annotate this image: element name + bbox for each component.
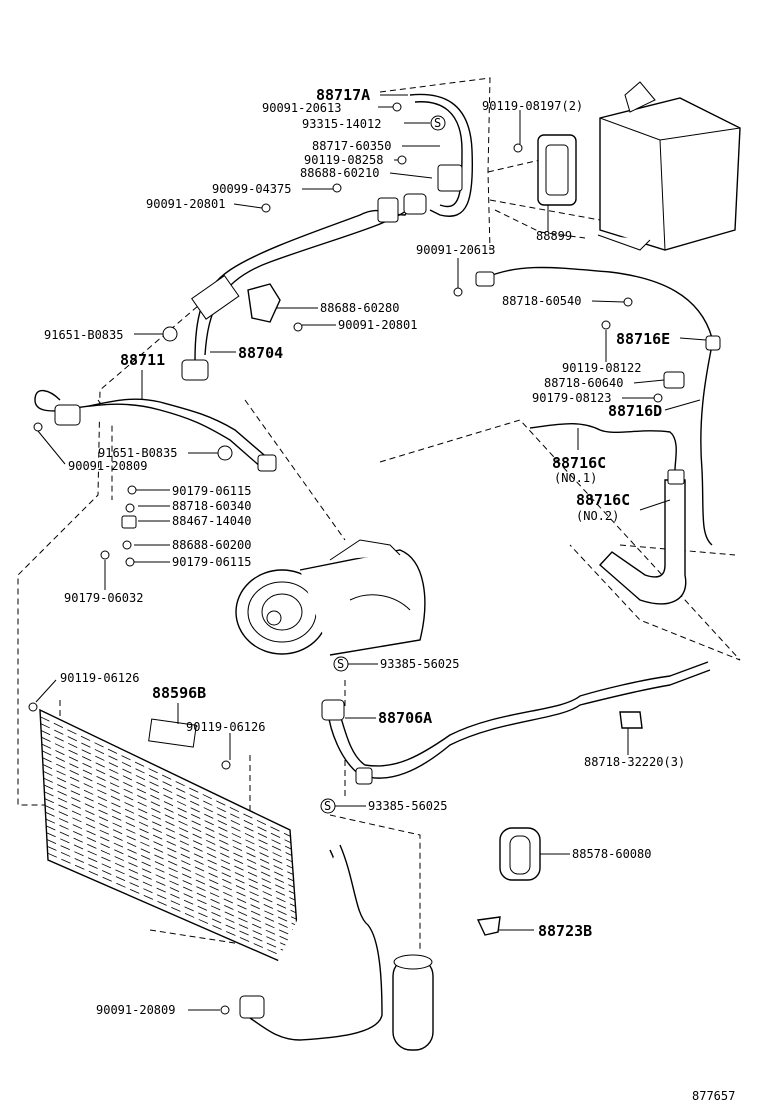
loose-parts xyxy=(247,283,643,936)
compressor xyxy=(235,539,426,656)
receiver-and-pipe xyxy=(239,844,434,1051)
label-90119-06126-b: 90119-06126 xyxy=(186,720,265,734)
condenser-fin xyxy=(41,736,292,856)
part-labels: 88717A 90091-20613 93315-14012 88717-603… xyxy=(44,86,735,1103)
label-88723B: 88723B xyxy=(538,922,592,940)
label-90099-04375: 90099-04375 xyxy=(212,182,291,196)
label-91651-B0835-a: 91651-B0835 xyxy=(44,328,123,342)
label-88716C-no2: 88716C xyxy=(576,491,630,509)
condenser-fin xyxy=(42,764,294,882)
leader-lines xyxy=(35,94,707,1011)
condenser-fin xyxy=(41,743,293,863)
condenser-fin xyxy=(46,832,299,945)
figure-number: 877657 xyxy=(692,1089,735,1103)
label-90119-08258: 90119-08258 xyxy=(304,153,383,167)
condenser-fin xyxy=(42,757,294,875)
s-mark: S xyxy=(324,799,331,813)
label-88688-60280: 88688-60280 xyxy=(320,301,399,315)
label-88596B: 88596B xyxy=(152,684,206,702)
pipe-88711 xyxy=(34,389,277,472)
label-90091-20613-a: 90091-20613 xyxy=(262,101,341,115)
condenser-fin xyxy=(44,798,297,914)
label-88716E: 88716E xyxy=(616,330,670,348)
condenser xyxy=(39,708,301,972)
label-88899: 88899 xyxy=(536,229,572,243)
condenser-fin xyxy=(45,811,297,926)
label-90091-20809-a: 90091-20809 xyxy=(68,459,147,473)
label-88717A: 88717A xyxy=(316,86,370,104)
label-90119-08122: 90119-08122 xyxy=(562,361,641,375)
label-90119-08197: 90119-08197(2) xyxy=(482,99,583,113)
label-90091-20801-a: 90091-20801 xyxy=(146,197,225,211)
s-mark: S xyxy=(434,116,441,130)
pipe-88706A xyxy=(321,661,711,785)
label-88704: 88704 xyxy=(238,344,283,362)
label-88711: 88711 xyxy=(120,351,165,369)
label-90179-06115-a: 90179-06115 xyxy=(172,484,251,498)
label-90091-20809-b: 90091-20809 xyxy=(96,1003,175,1017)
condenser-fin xyxy=(44,791,296,907)
label-90091-20801-b: 90091-20801 xyxy=(338,318,417,332)
condenser-fin xyxy=(40,730,292,850)
label-93315-14012: 93315-14012 xyxy=(302,117,381,131)
label-90179-08123: 90179-08123 xyxy=(532,391,611,405)
condenser-fin xyxy=(44,805,297,920)
pipe-88717A xyxy=(181,93,474,381)
label-88688-60210: 88688-60210 xyxy=(300,166,379,180)
label-88718-60540: 88718-60540 xyxy=(502,294,581,308)
evaporator-unit xyxy=(537,81,741,251)
condenser-fin xyxy=(46,825,298,939)
label-93385-56025-b: 93385-56025 xyxy=(368,799,447,813)
label-93385-56025-a: 93385-56025 xyxy=(380,657,459,671)
label-88706A: 88706A xyxy=(378,709,432,727)
condenser-fin xyxy=(46,839,299,952)
label-90179-06115-b: 90179-06115 xyxy=(172,555,251,569)
label-88716D: 88716D xyxy=(608,402,662,420)
condenser-fin xyxy=(47,845,300,958)
label-88718-60640: 88718-60640 xyxy=(544,376,623,390)
condenser-fin xyxy=(43,777,295,894)
pipe-88716 xyxy=(475,266,721,605)
s-mark: S xyxy=(337,657,344,671)
label-88716C-no2-sub: (NO.2) xyxy=(576,509,619,523)
label-90179-06032: 90179-06032 xyxy=(64,591,143,605)
label-90091-20613-b: 90091-20613 xyxy=(416,243,495,257)
condenser-fin xyxy=(40,716,291,837)
label-88716C-no1-sub: (NO.1) xyxy=(554,471,597,485)
label-91651-B0835-b: 91651-B0835 xyxy=(98,446,177,460)
condenser-fin xyxy=(42,750,293,869)
label-88716C-no1: 88716C xyxy=(552,454,606,472)
condenser-fin xyxy=(45,818,298,933)
label-88578-60080: 88578-60080 xyxy=(572,847,651,861)
label-90119-06126-a: 90119-06126 xyxy=(60,671,139,685)
condenser-fin xyxy=(43,784,296,901)
label-88718-60340: 88718-60340 xyxy=(172,499,251,513)
condenser-fin xyxy=(43,771,295,888)
condenser-fin xyxy=(47,852,300,965)
label-88467-14040: 88467-14040 xyxy=(172,514,251,528)
condenser-fin xyxy=(40,723,292,844)
label-88688-60200: 88688-60200 xyxy=(172,538,251,552)
label-88718-32220: 88718-32220(3) xyxy=(584,755,685,769)
label-88717-60350: 88717-60350 xyxy=(312,139,391,153)
